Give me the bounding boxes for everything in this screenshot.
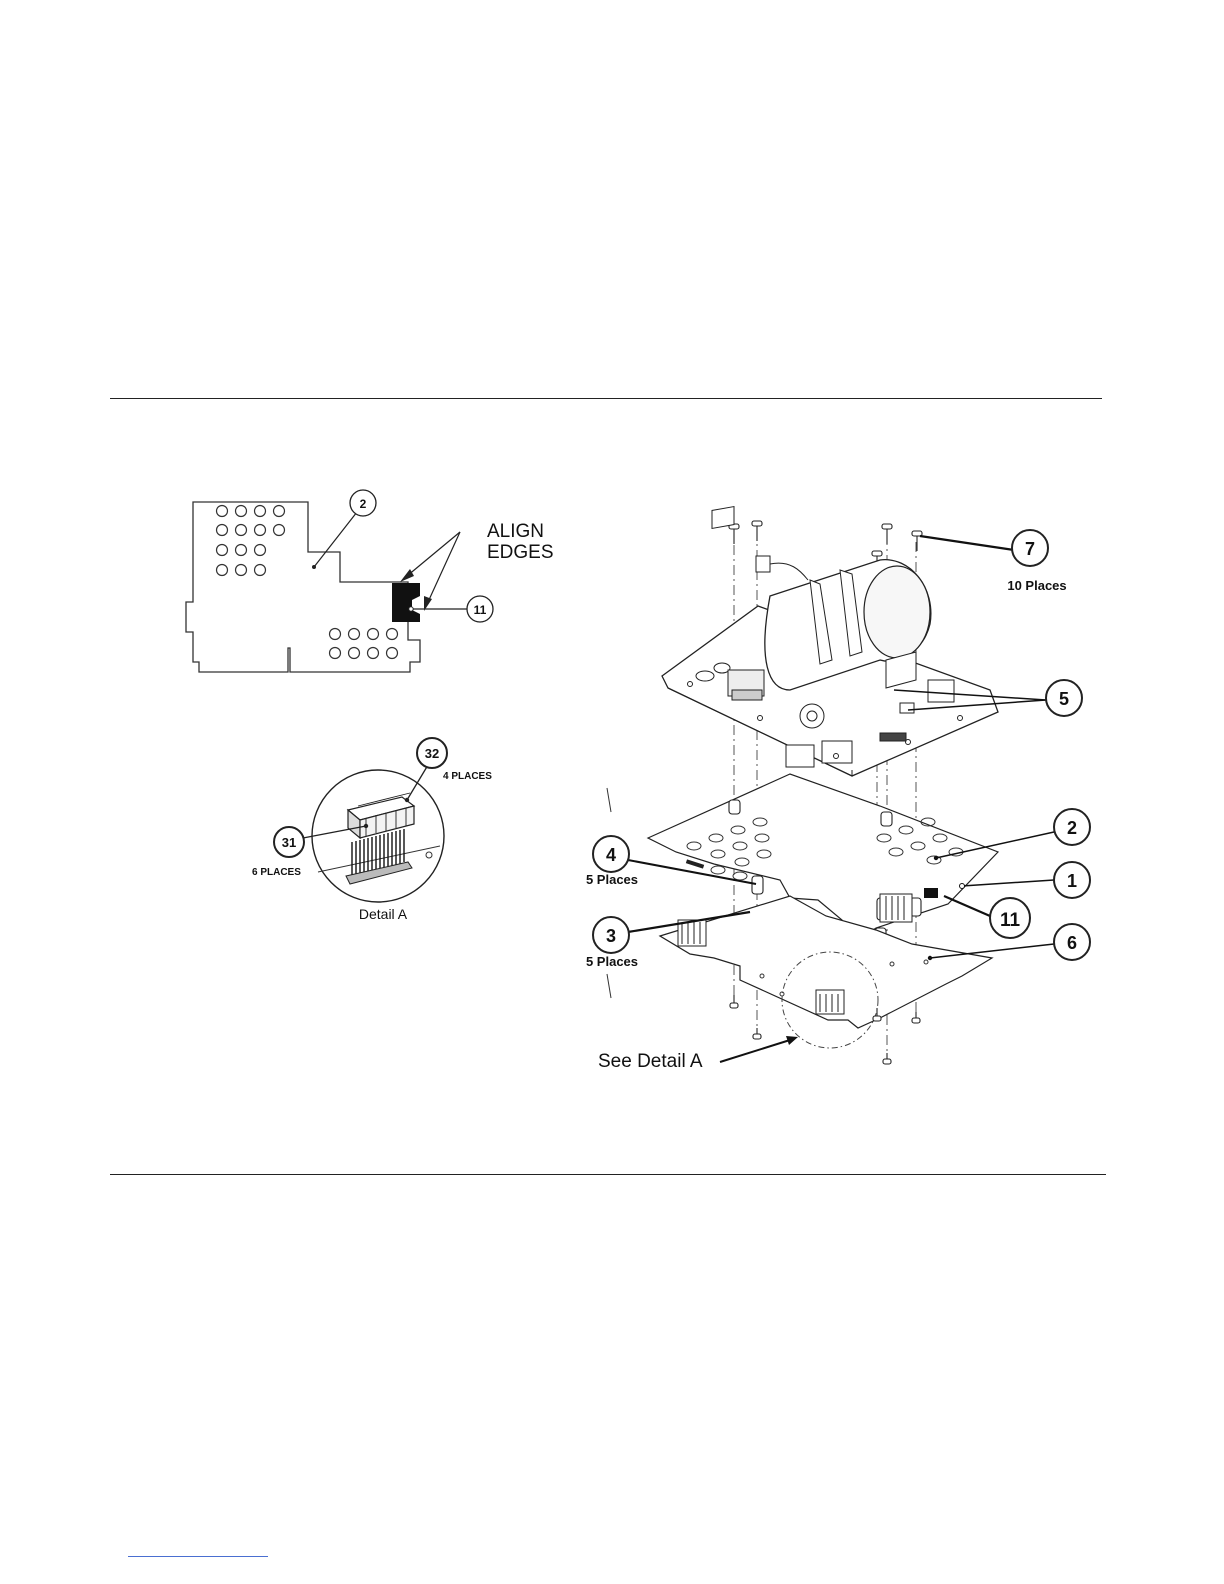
leader-dot	[934, 856, 938, 860]
balloon-4-label: 4	[606, 845, 616, 865]
exploded-assembly: 7 10 Places 5 2 4 5 Places 1 11 3 5 Plac…	[586, 507, 1090, 1072]
break-mark-top	[607, 788, 611, 812]
header-connector	[346, 793, 414, 884]
see-detail-a-leader	[720, 1040, 790, 1062]
leader-dot	[405, 798, 409, 802]
balloon-inset-2-label: 2	[360, 497, 367, 511]
leader-7	[920, 536, 1014, 550]
see-detail-a-label: See Detail A	[598, 1051, 703, 1072]
gasket-part-11	[392, 583, 420, 622]
detail-a-mount-hole	[426, 852, 432, 858]
main-pcb-assembly	[662, 507, 998, 776]
align-edges-line1: ALIGN	[487, 521, 544, 542]
motor	[765, 560, 931, 690]
qty-32: 4 PLACES	[443, 771, 492, 782]
leader-dot	[928, 956, 932, 960]
insulator-plate-outline	[186, 502, 420, 672]
gasket-11	[924, 888, 938, 898]
detail-a-circle	[312, 770, 444, 902]
balloon-5-label: 5	[1059, 689, 1069, 709]
plate-hole-grid-left	[217, 506, 285, 576]
leader-dot	[960, 884, 965, 889]
qty-4: 5 Places	[586, 872, 638, 887]
leader-1	[962, 880, 1054, 886]
qty-7: 10 Places	[1007, 578, 1066, 593]
balloon-3-label: 3	[606, 926, 616, 946]
qty-31: 6 PLACES	[252, 867, 301, 878]
leader-dot	[312, 565, 316, 569]
align-edges-inset: 2 ALIGN EDGES 11	[186, 490, 554, 672]
balloon-31-label: 31	[282, 835, 296, 850]
bottom-board	[660, 894, 992, 1028]
balloon-inset-11-label: 11	[474, 603, 487, 617]
align-arrowhead-1	[400, 569, 414, 582]
leader-32	[407, 765, 428, 800]
qty-3: 5 Places	[586, 954, 638, 969]
align-arrow-2	[428, 532, 460, 602]
plate-hole-grid-right	[330, 629, 398, 659]
detail-a: 32 4 PLACES 31 6 PLACES Detail A	[252, 738, 492, 922]
leader-inset-2	[314, 512, 357, 567]
leader-dot	[364, 824, 368, 828]
balloon-11-label: 11	[1000, 910, 1021, 931]
see-detail-a-arrowhead	[786, 1036, 798, 1045]
leader-dot	[409, 607, 413, 611]
balloon-2-label: 2	[1067, 818, 1077, 838]
align-arrow-1	[407, 532, 460, 576]
break-mark-bottom	[607, 974, 611, 998]
leader-11	[944, 896, 990, 916]
detail-a-caption: Detail A	[359, 906, 408, 922]
balloon-32-label: 32	[425, 746, 439, 761]
align-edges-line2: EDGES	[487, 542, 554, 563]
balloon-6-label: 6	[1067, 933, 1077, 953]
balloon-1-label: 1	[1067, 871, 1077, 891]
balloon-7-label: 7	[1025, 539, 1035, 559]
